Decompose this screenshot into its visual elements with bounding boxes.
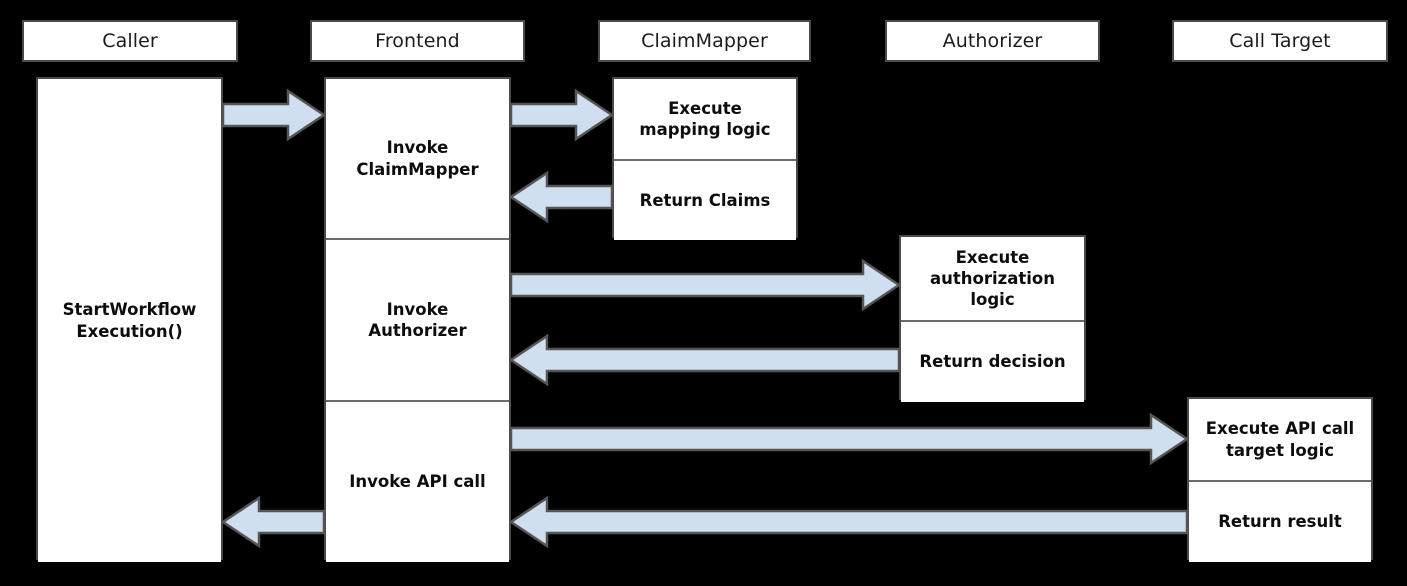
lifeline-header-authorizer[interactable]: Authorizer (885, 20, 1100, 62)
activation-caller: StartWorkflow Execution() (36, 77, 223, 562)
lifeline-header-calltarget-label: Call Target (1229, 29, 1331, 52)
lifeline-header-frontend-label: Frontend (375, 29, 460, 52)
lifeline-header-caller-label: Caller (102, 29, 158, 52)
message-arrow-authorizer-to-frontend[interactable] (508, 333, 901, 387)
activation-segment-frontend-invoke-claimmapper[interactable]: Invoke ClaimMapper (326, 79, 509, 238)
activation-claimmapper: Execute mapping logic Return Claims (612, 77, 798, 240)
lifeline-header-claimmapper[interactable]: ClaimMapper (598, 20, 811, 62)
message-arrow-frontend-to-calltarget[interactable] (509, 412, 1190, 466)
activation-segment-authorizer-execute-authorization-logic[interactable]: Execute authorization logic (901, 237, 1084, 320)
activation-frontend: Invoke ClaimMapper Invoke Authorizer Inv… (324, 77, 511, 562)
activation-segment-claimmapper-return-claims[interactable]: Return Claims (614, 159, 796, 240)
activation-segment-calltarget-return-result[interactable]: Return result (1189, 480, 1371, 562)
activation-authorizer: Execute authorization logic Return decis… (899, 235, 1086, 402)
message-arrow-frontend-to-claimmapper[interactable] (509, 88, 615, 142)
activation-segment-caller-start-workflow[interactable]: StartWorkflow Execution() (38, 79, 221, 562)
lifeline-header-claimmapper-label: ClaimMapper (641, 29, 768, 52)
lifeline-header-frontend[interactable]: Frontend (310, 20, 525, 62)
message-arrow-caller-to-frontend[interactable] (221, 88, 327, 142)
message-arrow-frontend-to-caller[interactable] (220, 495, 326, 549)
activation-segment-authorizer-return-decision[interactable]: Return decision (901, 320, 1084, 402)
lifeline-header-authorizer-label: Authorizer (942, 29, 1043, 52)
message-arrow-calltarget-to-frontend[interactable] (508, 495, 1189, 549)
message-arrow-frontend-to-authorizer[interactable] (509, 258, 902, 312)
lifeline-header-caller[interactable]: Caller (22, 20, 238, 62)
activation-segment-claimmapper-execute-mapping-logic[interactable]: Execute mapping logic (614, 79, 796, 159)
activation-segment-frontend-invoke-authorizer[interactable]: Invoke Authorizer (326, 238, 509, 400)
lifeline-header-calltarget[interactable]: Call Target (1172, 20, 1388, 62)
activation-segment-calltarget-execute-api-call-target-logic[interactable]: Execute API call target logic (1189, 399, 1371, 480)
activation-segment-frontend-invoke-api-call[interactable]: Invoke API call (326, 400, 509, 562)
activation-calltarget: Execute API call target logic Return res… (1187, 397, 1373, 562)
message-arrow-claimmapper-to-frontend[interactable] (508, 170, 614, 224)
